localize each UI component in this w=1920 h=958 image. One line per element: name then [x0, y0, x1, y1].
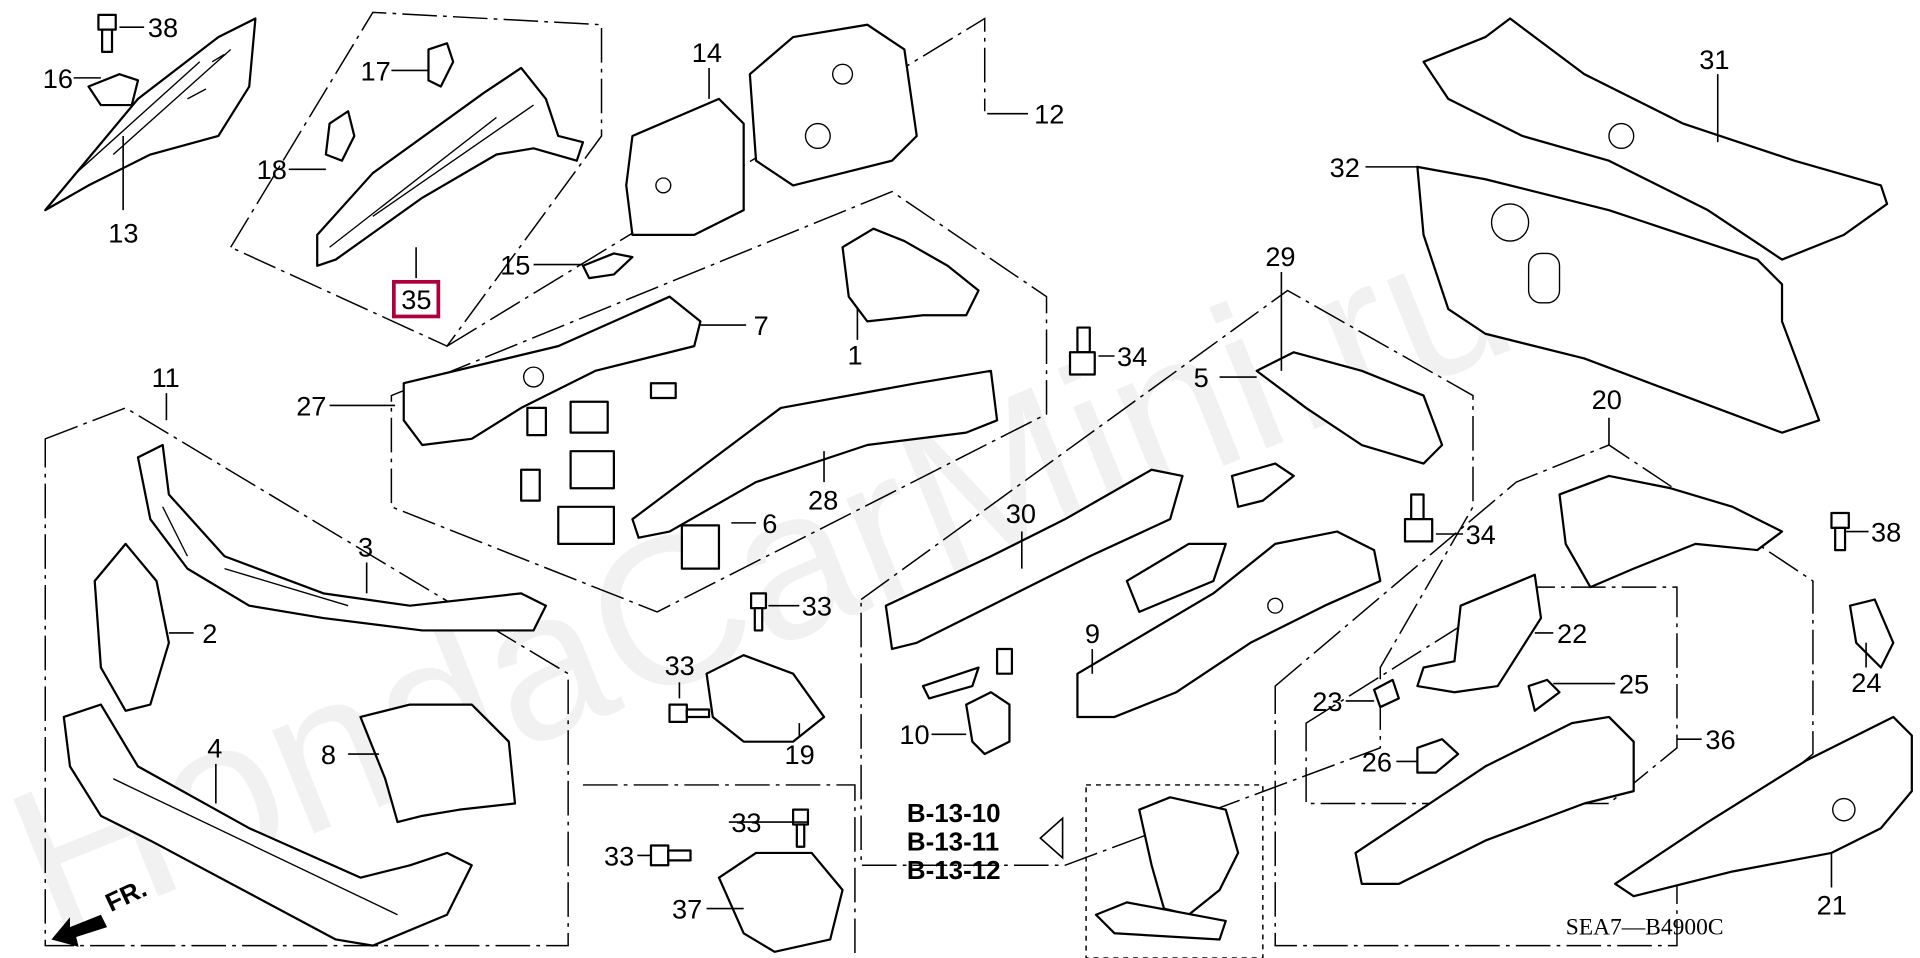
callout-5[interactable]: 5 [1194, 362, 1209, 393]
diagram-code: SEA7—B4900C [1566, 915, 1724, 941]
callout-38b[interactable]: 38 [1871, 516, 1901, 547]
callout-24[interactable]: 24 [1851, 667, 1881, 698]
callout-11[interactable]: 11 [152, 362, 180, 393]
callout-7[interactable]: 7 [754, 310, 769, 341]
callout-35[interactable]: 35 [401, 284, 431, 315]
part-21-drawing [1614, 715, 1913, 898]
part-36-drawing [1354, 715, 1635, 885]
group-outline-11 [44, 407, 569, 947]
group-outline-12 [446, 17, 986, 347]
callout-3[interactable]: 3 [358, 531, 373, 562]
part-30-drawing [884, 468, 1184, 700]
bolt-33b-drawing [668, 703, 711, 724]
part-15-drawing [581, 252, 634, 280]
ref-link-b-13-10[interactable]: B-13-10 [907, 800, 1001, 828]
part-37-drawing [717, 851, 844, 953]
callout-27[interactable]: 27 [296, 390, 326, 421]
bolt-38b-drawing [1830, 511, 1850, 552]
ref-link-b-13-11[interactable]: B-13-11 [907, 828, 999, 856]
bolt-33c-drawing [792, 808, 810, 848]
callout-labels: 38 16 17 18 13 14 12 15 35 7 1 27 34 29 … [43, 12, 1901, 924]
callout-16[interactable]: 16 [43, 63, 73, 94]
callout-20[interactable]: 20 [1592, 384, 1622, 415]
callout-8[interactable]: 8 [321, 739, 336, 770]
callout-13[interactable]: 13 [108, 217, 138, 248]
callout-4[interactable]: 4 [207, 733, 222, 764]
part-32-drawing [1416, 165, 1821, 434]
callout-15[interactable]: 15 [500, 249, 530, 280]
callout-25[interactable]: 25 [1619, 668, 1649, 699]
part-16-drawing [87, 73, 140, 107]
group-outline-ref [1085, 784, 1264, 958]
part-17-drawing [427, 42, 455, 88]
callout-38[interactable]: 38 [148, 12, 178, 43]
part-20-drawing [1558, 474, 1784, 589]
callout-34[interactable]: 34 [1117, 341, 1147, 372]
part-13-drawing [44, 17, 257, 212]
part-2-drawing [93, 542, 170, 712]
bolt-33d-drawing [649, 844, 692, 867]
callout-2[interactable]: 2 [202, 618, 217, 649]
callout-31[interactable]: 31 [1699, 44, 1729, 75]
callout-33d[interactable]: 33 [604, 840, 634, 871]
bolt-33-drawing [749, 592, 768, 632]
bolt-34-drawing [1068, 326, 1096, 376]
part-9-drawing [1076, 462, 1382, 719]
part-18-drawing [324, 110, 356, 162]
highlight-box-35 [391, 279, 441, 319]
part-24-drawing [1848, 598, 1895, 669]
callout-37[interactable]: 37 [672, 893, 702, 924]
callout-18[interactable]: 18 [257, 154, 287, 185]
part-25-drawing [1527, 678, 1561, 712]
callout-6[interactable]: 6 [762, 508, 777, 539]
part-26-drawing [1416, 738, 1460, 774]
part-28-drawing [631, 369, 999, 570]
bolt-38-drawing [97, 13, 117, 54]
group-outline-27 [390, 190, 1048, 613]
callout-14[interactable]: 14 [692, 37, 722, 68]
part-31-drawing [1422, 17, 1889, 261]
callout-28[interactable]: 28 [808, 484, 838, 515]
part-12-drawing [748, 23, 918, 187]
callout-1[interactable]: 1 [848, 340, 863, 371]
part-14-drawing [625, 97, 745, 236]
leader-lines [73, 26, 1869, 910]
group-outline-37 [582, 784, 856, 958]
callout-33a[interactable]: 33 [802, 591, 832, 622]
callout-36[interactable]: 36 [1705, 724, 1735, 755]
group-outline-35 [229, 11, 603, 348]
callout-12[interactable]: 12 [1034, 99, 1064, 130]
callout-33c[interactable]: 33 [731, 807, 761, 838]
part-22-drawing [1416, 573, 1543, 694]
part-5-drawing [1255, 351, 1444, 465]
part-23-drawing [1372, 678, 1400, 709]
callout-26[interactable]: 26 [1362, 746, 1392, 777]
callout-32[interactable]: 32 [1330, 152, 1360, 183]
part-11-drawing [136, 443, 548, 632]
ref-link-b-13-12[interactable]: B-13-12 [907, 857, 1001, 885]
part-27-drawing [402, 295, 702, 546]
callout-9[interactable]: 9 [1085, 618, 1100, 649]
bolt-34b-drawing [1403, 493, 1434, 543]
callout-22[interactable]: 22 [1557, 618, 1587, 649]
callout-30[interactable]: 30 [1006, 498, 1036, 529]
callout-17[interactable]: 17 [360, 55, 390, 86]
callout-21[interactable]: 21 [1817, 890, 1847, 921]
part-1-drawing [841, 227, 980, 323]
part-35-drawing [316, 66, 585, 267]
callout-34b[interactable]: 34 [1466, 519, 1496, 550]
callout-10[interactable]: 10 [899, 719, 929, 750]
part-8-drawing [359, 703, 517, 824]
callout-23[interactable]: 23 [1312, 686, 1342, 717]
callout-19[interactable]: 19 [784, 739, 814, 770]
callout-33b[interactable]: 33 [665, 650, 695, 681]
part-19-drawing [705, 654, 826, 743]
ref-assembly-drawing [1094, 796, 1240, 941]
callout-29[interactable]: 29 [1265, 241, 1295, 272]
part-4-drawing [62, 703, 473, 947]
group-outline-20 [1274, 444, 1814, 947]
group-outline-29 [860, 289, 1474, 867]
part-10-drawing [965, 691, 1011, 756]
